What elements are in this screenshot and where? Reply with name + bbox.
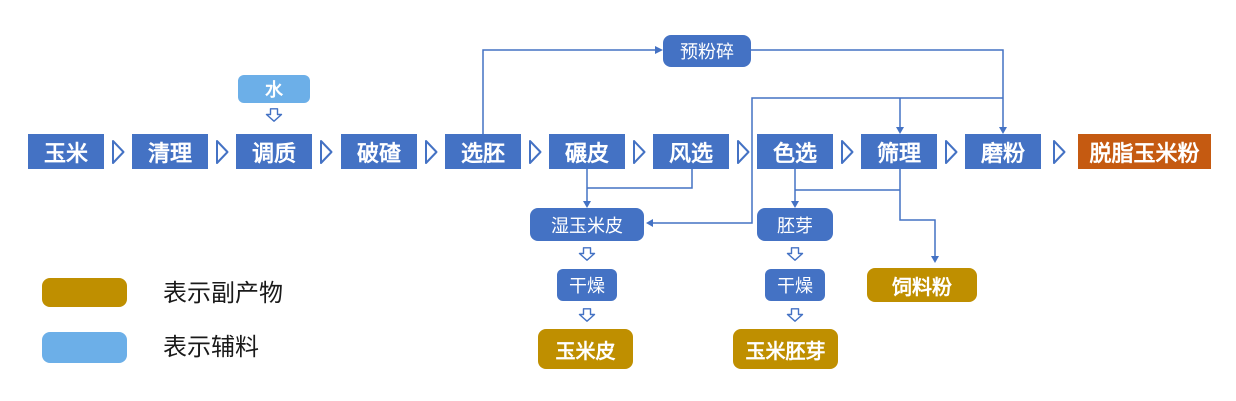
connector-fengxuan-join — [587, 169, 693, 189]
block-down-arrow-icon — [786, 247, 804, 261]
flow-chevron-icon — [737, 140, 750, 164]
node-corn-germ: 玉米胚芽 — [733, 329, 838, 369]
node-pre-crush: 预粉碎 — [663, 35, 751, 67]
flow-chevron-icon — [216, 140, 229, 164]
block-down-arrow-icon — [578, 247, 596, 261]
node-corn-husk: 玉米皮 — [538, 329, 633, 369]
connector-yufensui-to-mofen — [751, 49, 1004, 127]
block-down-arrow-icon — [265, 108, 283, 122]
node-hulling: 碾皮 — [549, 134, 625, 169]
block-down-arrow-icon — [578, 308, 596, 322]
arrowhead-into-mofen — [999, 127, 1007, 134]
node-cleaning: 清理 — [132, 134, 208, 169]
legend-byproduct-label: 表示副产物 — [163, 280, 283, 307]
flow-chevron-icon — [841, 140, 854, 164]
flow-chevron-icon — [1053, 140, 1066, 164]
arrowhead-into-shaili — [896, 127, 904, 134]
flow-chevron-icon — [112, 140, 125, 164]
node-defatted-corn-flour: 脱脂玉米粉 — [1078, 134, 1211, 169]
arrowhead-into-yufensui — [655, 46, 663, 54]
flow-chevron-icon — [425, 140, 438, 164]
connector-xuanpei-to-yufensui — [482, 49, 655, 134]
arrowhead-into-shiyumipi-side — [646, 219, 653, 227]
arrowhead-into-shiyumipi-top — [583, 201, 591, 208]
node-water: 水 — [238, 75, 310, 103]
node-corn: 玉米 — [28, 134, 104, 169]
block-down-arrow-icon — [786, 308, 804, 322]
legend-auxiliary-label: 表示辅料 — [163, 334, 259, 361]
arrowhead-into-siliaofen — [931, 256, 939, 263]
flow-chevron-icon — [945, 140, 958, 164]
node-breaking: 破碴 — [341, 134, 417, 169]
arrowhead-into-peiya — [791, 201, 799, 208]
node-germ-selection: 选胚 — [445, 134, 521, 169]
node-air-classifying: 风选 — [653, 134, 729, 169]
flow-chevron-icon — [320, 140, 333, 164]
node-color-sorting: 色选 — [757, 134, 833, 169]
connector-shaili-to-siliaofen — [899, 169, 936, 256]
node-milling: 磨粉 — [965, 134, 1041, 169]
node-wet-corn-husk: 湿玉米皮 — [530, 208, 644, 241]
legend-auxiliary-swatch — [42, 332, 127, 363]
node-drying-germ: 干燥 — [765, 269, 825, 301]
flow-chevron-icon — [633, 140, 646, 164]
node-conditioning: 调质 — [236, 134, 312, 169]
node-drying-husk: 干燥 — [557, 269, 617, 301]
legend-byproduct-swatch — [42, 278, 127, 307]
node-germ: 胚芽 — [757, 208, 833, 241]
node-sieving: 筛理 — [861, 134, 937, 169]
node-feed-powder: 饲料粉 — [867, 268, 977, 302]
flow-chevron-icon — [529, 140, 542, 164]
